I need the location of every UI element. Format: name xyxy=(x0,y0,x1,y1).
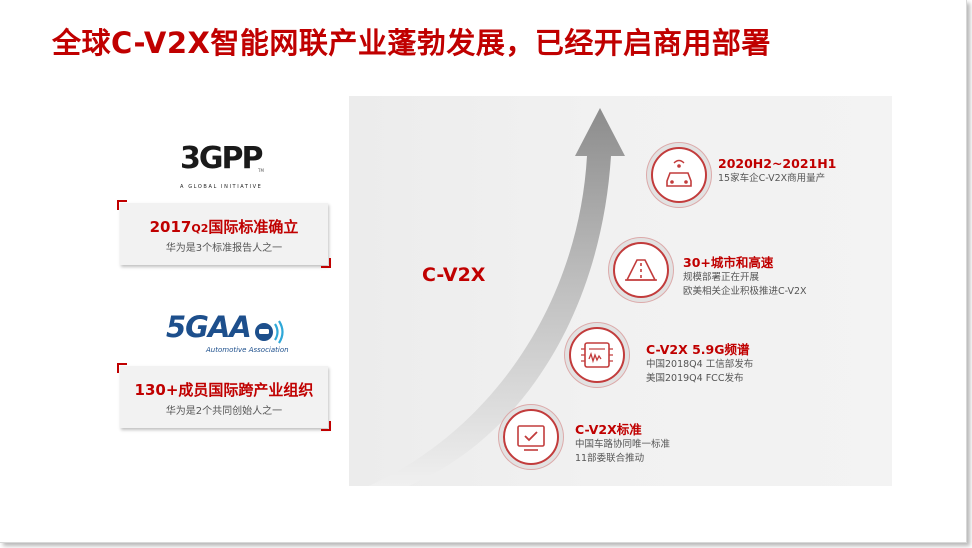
milestone-standard-title: C-V2X标准 xyxy=(575,422,642,437)
milestone-deployment-line: 规模部署正在开展 xyxy=(683,272,760,283)
alliance-box-heading: 130+成员国际跨产业组织 xyxy=(134,381,314,399)
milestone-deployment-title: 30+城市和高速 xyxy=(683,255,774,270)
milestone-deployment-line: 欧美相关企业积极推进C-V2X xyxy=(683,286,807,297)
5gaa-car-signal-icon xyxy=(255,320,284,344)
milestone-commercial: 2020H2~2021H1 15家车企C-V2X商用量产 xyxy=(718,156,836,186)
standard-box-heading: 2017Q2国际标准确立 xyxy=(149,218,299,236)
milestone-spectrum-title: C-V2X 5.9G频谱 xyxy=(646,342,750,357)
5gaa-logo: 5GAA Automotive Association xyxy=(164,310,289,358)
milestone-standard: C-V2X标准 中国车路协同唯一标准 11部委联合推动 xyxy=(575,422,670,466)
growth-arrow-icon xyxy=(369,108,625,486)
alliance-box-sub: 华为是2个共同创始人之一 xyxy=(165,406,283,417)
alliance-box: 130+成员国际跨产业组织 华为是2个共同创始人之一 xyxy=(117,363,331,431)
milestone-spectrum: C-V2X 5.9G频谱 中国2018Q4 工信部发布 美国2019Q4 FCC… xyxy=(646,342,753,386)
milestone-commercial-line: 15家车企C-V2X商用量产 xyxy=(718,173,826,184)
3gpp-logo: 3GPP TM A GLOBAL INITIATIVE xyxy=(178,140,270,196)
connected-car-icon xyxy=(651,147,707,203)
5gaa-logo-mark: 5GAA xyxy=(166,310,252,344)
standard-box: 2017Q2国际标准确立 华为是3个标准报告人之一 xyxy=(117,200,331,268)
slide-title: 全球C-V2X智能网联产业蓬勃发展，已经开启商用部署 xyxy=(52,26,771,60)
3gpp-logo-mark: 3GPP xyxy=(180,141,263,176)
milestone-standard-line: 11部委联合推动 xyxy=(575,453,645,464)
3gpp-logo-tm: TM xyxy=(258,168,264,173)
standard-box-sub: 华为是3个标准报告人之一 xyxy=(165,243,283,254)
cv2x-arrow-label: C-V2X xyxy=(422,264,486,286)
milestone-panel xyxy=(349,96,892,486)
milestone-standard-line: 中国车路协同唯一标准 xyxy=(575,439,671,450)
5gaa-logo-subtitle: Automotive Association xyxy=(206,346,289,354)
milestone-spectrum-line: 美国2019Q4 FCC发布 xyxy=(646,373,744,384)
spectrum-chip-icon xyxy=(569,327,625,383)
milestone-spectrum-line: 中国2018Q4 工信部发布 xyxy=(646,359,754,370)
3gpp-logo-tagline: A GLOBAL INITIATIVE xyxy=(180,184,263,190)
standard-checklist-icon xyxy=(503,409,559,465)
milestone-deployment: 30+城市和高速 规模部署正在开展 欧美相关企业积极推进C-V2X xyxy=(683,255,807,299)
highway-icon xyxy=(613,242,669,298)
milestone-commercial-title: 2020H2~2021H1 xyxy=(718,156,837,171)
